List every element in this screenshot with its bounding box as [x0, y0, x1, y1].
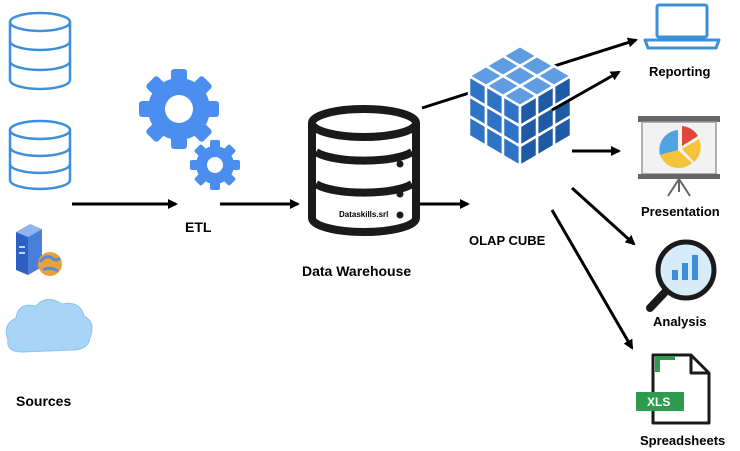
xls-file-icon: [636, 353, 711, 425]
arrow-cube-to-spreadsheets: [550, 209, 634, 350]
etl-label: ETL: [185, 219, 212, 235]
presentation-board-icon: [638, 116, 720, 197]
warehouse-tag: Dataskills.srl: [339, 210, 388, 219]
gears-icon: [139, 69, 240, 190]
arrow-cube-to-analysis: [570, 186, 636, 246]
database-icon: [8, 11, 72, 91]
analysis-label: Analysis: [653, 314, 706, 329]
laptop-icon: [643, 3, 721, 50]
database-server-icon: [308, 105, 420, 236]
xls-badge-label: XLS: [647, 395, 670, 409]
sources-label: Sources: [16, 393, 71, 409]
warehouse-label: Data Warehouse: [302, 263, 411, 279]
reporting-label: Reporting: [649, 64, 710, 79]
cube-label: OLAP CUBE: [469, 233, 546, 248]
database-icon: [8, 119, 72, 191]
olap-cube-icon: [467, 44, 573, 168]
spreadsheets-label: Spreadsheets: [640, 433, 725, 448]
arrow-cube-to-reporting: [551, 70, 621, 112]
presentation-label: Presentation: [641, 204, 720, 219]
cloud-icon: [5, 299, 93, 353]
magnifier-chart-icon: [646, 239, 717, 312]
server-globe-icon: [16, 224, 62, 276]
